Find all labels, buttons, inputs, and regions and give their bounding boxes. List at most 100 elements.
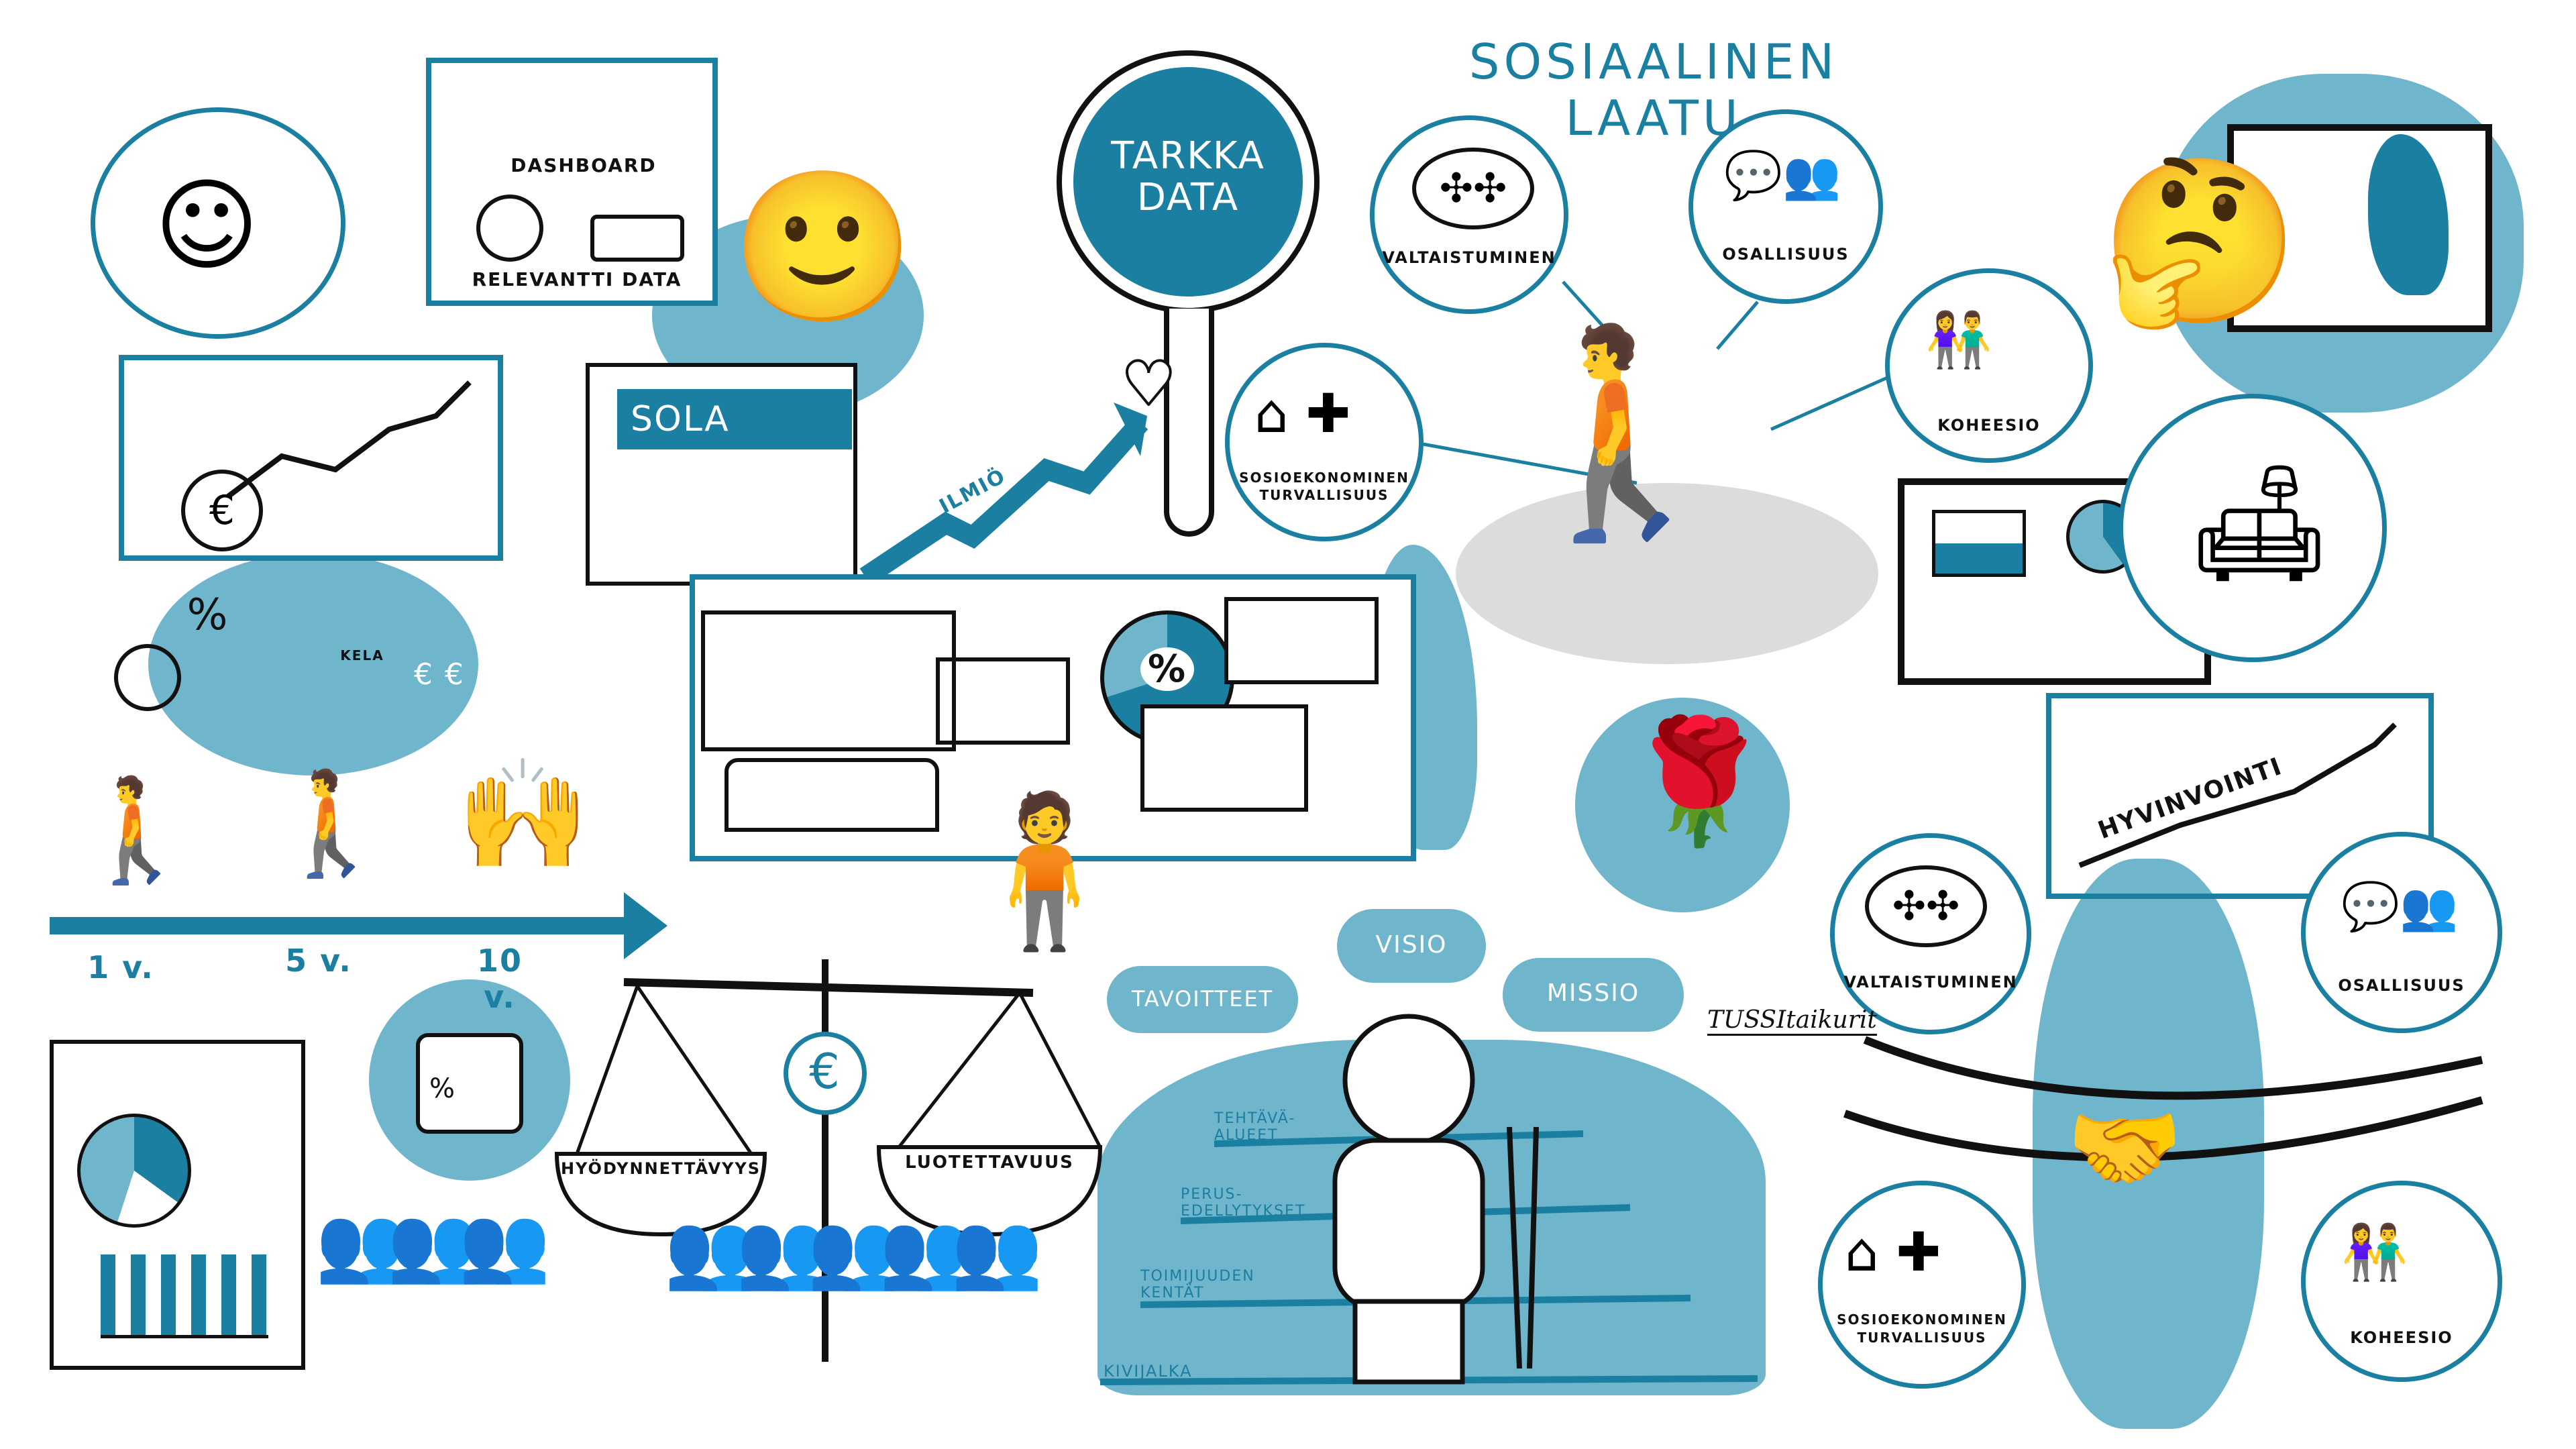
timeline-label-1: 1 v. xyxy=(87,949,154,985)
koheesio-circle xyxy=(1885,268,2093,463)
level-3-label-2: KENTÄT xyxy=(1140,1285,1205,1301)
koheesio-circle-bottom xyxy=(2301,1181,2502,1382)
kela-label: KELA xyxy=(340,647,384,663)
page-title: SOSIAALINEN LAATU xyxy=(1468,34,1839,146)
magnifying-glass-icon xyxy=(114,644,181,711)
flower-blob xyxy=(1575,698,1790,912)
crowd-left: 👥👥👥 xyxy=(315,1201,551,1287)
puzzle-thought-icon: ✣✣ xyxy=(1412,148,1534,229)
handshake-icon: 🤝 xyxy=(2066,1093,2184,1203)
euros-label: € € xyxy=(414,657,465,692)
sola-label: SOLA xyxy=(631,399,730,439)
level-2-label-1: PERUS- xyxy=(1181,1186,1243,1203)
book-stack-icon xyxy=(936,657,1070,745)
line-chart-card xyxy=(1140,704,1308,812)
osallisuus-circle-bottom xyxy=(2301,832,2502,1033)
sola-box-band xyxy=(617,389,852,449)
relevant-data-label: RELEVANTTI DATA xyxy=(472,268,682,290)
phone-call-bubble xyxy=(91,107,345,339)
scale-pan-left xyxy=(554,1152,767,1237)
house-cutlery-cross-icon-bottom: ⌂ ✚ xyxy=(1845,1221,1941,1283)
lego-brick-icon xyxy=(590,215,684,262)
tavoitteet-label: TAVOITTEET xyxy=(1131,986,1274,1012)
walkers-shadow xyxy=(1456,483,1878,664)
pie-percent-label: % xyxy=(1140,647,1194,691)
magnifier-handle xyxy=(1164,309,1214,537)
people-talking-icon-bottom: 💬👥 xyxy=(2341,879,2459,934)
handshake-line-2 xyxy=(1843,1096,2483,1162)
investment-growth-box xyxy=(119,355,503,561)
heart-icon: ♥ xyxy=(1120,347,1177,421)
timeline-label-5: 5 v. xyxy=(285,943,352,979)
hyodynnettavyys-label: HYÖDYNNETTÄVYYS xyxy=(560,1159,761,1178)
puzzle-thought-icon-bottom: ✣✣ xyxy=(1865,865,1987,947)
sosioekonominen-label-bottom-2: TURVALLISUUS xyxy=(1857,1330,1987,1346)
couch-circle xyxy=(2118,394,2387,662)
valtaistuminen-label: VALTAISTUMINEN xyxy=(1382,248,1556,267)
walking-pole-2 xyxy=(1527,1126,1539,1369)
kivijalka-label: KIVIJALKA xyxy=(1104,1362,1193,1381)
monitor-bar-chart xyxy=(1932,510,2026,577)
dice-percent: % xyxy=(429,1073,456,1104)
euro-coin xyxy=(784,1032,867,1115)
dashboard-label: DASHBOARD xyxy=(511,154,657,176)
tussitaikurit-logo: TUSSItaikurit xyxy=(1707,1006,1877,1036)
scale-pan-right xyxy=(876,1145,1103,1237)
finance-blob xyxy=(148,553,478,775)
video-call-grid xyxy=(701,610,956,751)
person-worried-icon: 🚶 xyxy=(74,772,199,889)
osallisuus-circle xyxy=(1688,109,1883,304)
elder-body xyxy=(1332,1138,1485,1311)
handshake-line-1 xyxy=(1863,1036,2483,1100)
scale-beam xyxy=(623,978,1034,997)
money-bag-icon: € xyxy=(181,470,263,551)
walking-pole-1 xyxy=(1507,1126,1522,1369)
helping-stairs-icon: 👫 xyxy=(1925,309,1992,371)
hyvinvointi-box xyxy=(2046,693,2434,899)
finland-map-large xyxy=(2033,859,2264,1429)
sosioekonominen-label-2: TURVALLISUUS xyxy=(1259,487,1389,503)
house-cutlery-cross-icon: ⌂ ✚ xyxy=(1254,382,1351,445)
elder-head xyxy=(1342,1014,1475,1146)
percent-sign: % xyxy=(186,590,229,640)
timeline-label-10: 10 v. xyxy=(476,943,523,1015)
visio-label: VISIO xyxy=(1375,931,1448,959)
thinking-man-icon: 🤔 xyxy=(2100,148,2300,335)
sosioekonominen-circle xyxy=(1225,343,1424,541)
ilmio-arrow-head xyxy=(1114,402,1147,456)
data-dice-icon xyxy=(416,1033,523,1134)
person-walking-icon: 🚶 xyxy=(268,765,394,882)
missio-cloud xyxy=(1503,958,1684,1032)
woman-with-tablet-icon: 🧍 xyxy=(953,785,1136,957)
report-pie-chart xyxy=(77,1114,191,1228)
growth-arrow xyxy=(226,380,472,499)
ilmio-arrow xyxy=(859,416,1148,586)
tape-roll-icon xyxy=(476,195,543,262)
rose-in-hands-icon: 🌹 xyxy=(1623,712,1774,852)
sosioekonominen-label-1: SOSIOEKONOMINEN xyxy=(1239,470,1409,486)
valtaistuminen-label-bottom: VALTAISTUMINEN xyxy=(1843,973,2018,991)
magnifier-lens xyxy=(1073,67,1303,297)
elder-legs xyxy=(1352,1299,1465,1385)
koheesio-label: KOHEESIO xyxy=(1937,416,2041,435)
level-2-label-2: EDELLYTYKSET xyxy=(1181,1203,1306,1220)
open-book-icon xyxy=(724,758,939,832)
helping-stairs-icon-bottom: 👫 xyxy=(2341,1221,2408,1283)
osallisuus-label: OSALLISUUS xyxy=(1722,245,1849,264)
crowd-right: 👥👥👥👥👥 xyxy=(664,1208,1043,1293)
level-1-label-1: TEHTÄVÄ- xyxy=(1214,1110,1296,1127)
person-on-couch-icon: 🛋 xyxy=(2187,457,2332,590)
luotettavuus-label: LUOTETTAVUUS xyxy=(905,1152,1074,1173)
euro-symbol: € xyxy=(809,1043,841,1099)
nordic-walkers-icon: 🚶 xyxy=(1496,315,1747,549)
person-cheering-icon: 🙌 xyxy=(456,751,590,877)
osallisuus-label-bottom: OSALLISUUS xyxy=(2338,976,2465,995)
bar-chart-card xyxy=(1224,597,1379,684)
report-bar-chart xyxy=(101,1254,268,1338)
sosioekonominen-circle-bottom xyxy=(1818,1181,2026,1389)
magnifier-text-1: TARKKA xyxy=(1111,134,1265,178)
level-1-label-2: ALUEET xyxy=(1214,1127,1279,1144)
hyvinvointi-arrow xyxy=(2078,722,2397,868)
